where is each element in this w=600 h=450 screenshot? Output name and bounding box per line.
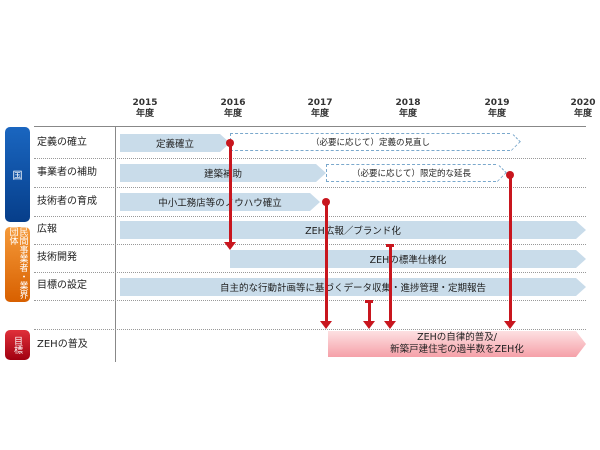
arrow-start-dot [506,171,514,179]
group-goal: 目標 [5,330,30,360]
row-divider [34,300,586,301]
row-label: 目標の設定 [37,280,87,291]
row-label: ZEHの普及 [37,339,88,350]
bar-pr: ZEH広報／ブランド化 [120,221,586,239]
arrow-start-dot [322,198,330,206]
arrowhead-icon [320,321,332,329]
bar-target: 自主的な行動計画等に基づくデータ収集・進捗管理・定期報告 [120,278,586,296]
group-country: 国 [5,127,30,222]
row-label: 技術開発 [37,252,77,263]
row-divider [34,158,586,159]
bar-goal: ZEHの自律的普及/新築戸建住宅の過半数をZEH化 [328,331,586,357]
row-divider [34,216,586,217]
arrow-line [325,202,328,322]
bar-definition-review: （必要に応じて）定義の見直し [230,133,510,151]
row-divider [34,244,586,245]
bar-definition: 定義確立 [120,134,230,152]
arrow-line [229,143,232,243]
arrowhead-icon [363,321,375,329]
row-divider [34,329,586,330]
row-divider [34,272,586,273]
header-divider [34,126,586,127]
group-private: 民間事業者・業界団体 [5,227,30,302]
arrowhead-icon [384,321,396,329]
bar-subsidy: 建築補助 [120,164,326,182]
row-label: 事業者の補助 [37,167,97,178]
arrow-start-dot [226,139,234,147]
bar-tech: ZEHの標準仕様化 [230,250,586,268]
arrowhead-icon [224,242,236,250]
bar-subsidy-extension: （必要に応じて）限定的な延長 [326,164,496,182]
arrow-start-cap [386,244,394,247]
row-label: 定義の確立 [37,137,87,148]
arrow-line [509,175,512,322]
arrow-line [389,244,392,322]
arrow-line [368,300,371,322]
arrow-start-cap [365,300,373,303]
row-divider [34,187,586,188]
row-label: 広報 [37,224,57,235]
arrowhead-icon [504,321,516,329]
row-label: 技術者の育成 [37,196,97,207]
bar-training: 中小工務店等のノウハウ確立 [120,193,320,211]
